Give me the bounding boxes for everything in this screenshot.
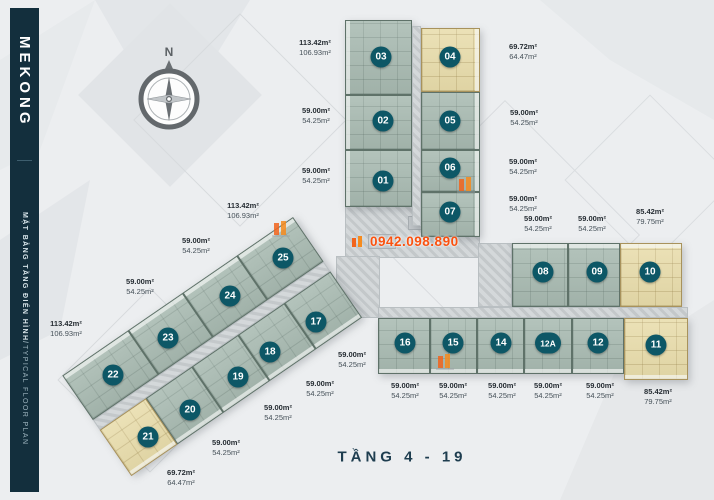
phone-number: 0942.098.890 <box>370 234 459 249</box>
project-name: MEKONG <box>16 36 33 128</box>
sidebar-divider <box>17 160 32 161</box>
wing-east-bottom <box>378 318 688 380</box>
unit-09-floorplan <box>568 243 620 307</box>
plan-title-vi: MẶT BẰNG TẦNG ĐIỂN HÌNH <box>21 211 28 342</box>
stairs-block <box>368 234 396 249</box>
unit-04-floorplan <box>421 28 480 92</box>
unit-11-floorplan <box>624 318 688 380</box>
core-east-link <box>478 243 512 307</box>
unit-12-floorplan <box>572 318 624 374</box>
east-corridor <box>378 307 688 318</box>
wing-east-top <box>512 243 682 307</box>
wing-north <box>345 20 480 258</box>
brand-logo-icon <box>352 235 362 247</box>
developer-logo-watermark <box>434 353 456 371</box>
developer-logo-watermark <box>455 176 477 194</box>
unit-12A-floorplan <box>524 318 572 374</box>
unit-02-floorplan <box>345 95 412 150</box>
unit-07-floorplan <box>421 192 480 237</box>
unit-08-floorplan <box>512 243 568 307</box>
sidebar: MEKONG MẶT BẰNG TẦNG ĐIỂN HÌNH / TYPICAL… <box>10 8 39 492</box>
unit-14-floorplan <box>477 318 524 374</box>
north-corridor <box>412 26 421 226</box>
unit-01-floorplan <box>345 150 412 207</box>
unit-03-floorplan <box>345 20 412 95</box>
developer-logo-watermark <box>270 220 292 238</box>
floor-range-label: TẦNG 4 - 19 <box>337 448 467 466</box>
unit-10-floorplan <box>620 243 682 307</box>
compass-icon: N <box>138 45 200 130</box>
plan-title-en: TYPICAL FLOOR PLAN <box>21 344 28 446</box>
phone-watermark: 0942.098.890 <box>350 234 459 249</box>
plan-title-separator: / <box>21 341 28 345</box>
plan-title: MẶT BẰNG TẦNG ĐIỂN HÌNH / TYPICAL FLOOR … <box>21 165 28 492</box>
unit-16-floorplan <box>378 318 430 374</box>
unit-05-floorplan <box>421 92 480 150</box>
compass-north-label: N <box>165 45 174 59</box>
